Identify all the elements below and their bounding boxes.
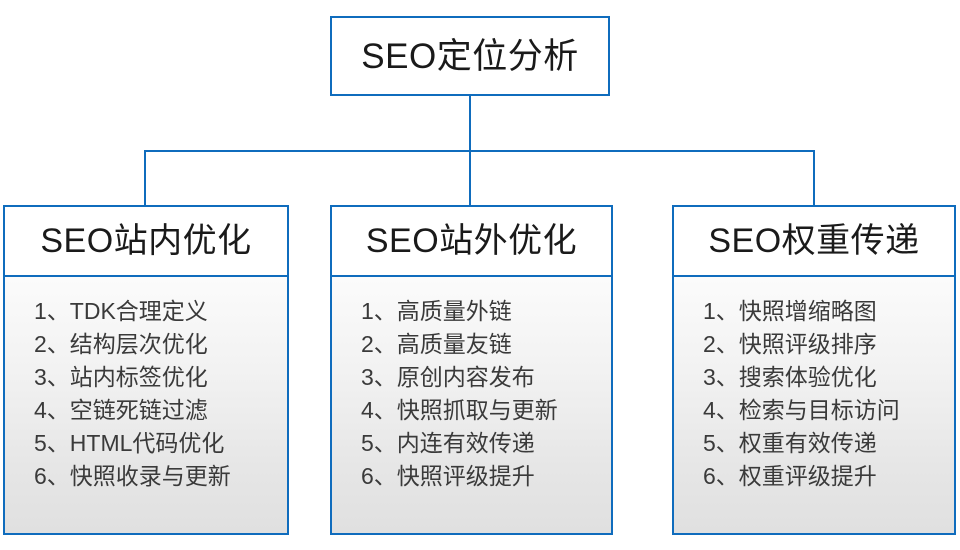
list-item: 4、检索与目标访问 bbox=[703, 397, 900, 423]
branch-body-3: 1、快照增缩略图 2、快照评级排序 3、搜索体验优化 4、检索与目标访问 5、权… bbox=[674, 277, 954, 533]
branch-title-1: SEO站内优化 bbox=[40, 222, 252, 260]
connector-drop-branch-1 bbox=[144, 150, 146, 206]
list-item: 1、高质量外链 bbox=[361, 298, 512, 324]
connector-root-stem bbox=[469, 96, 471, 152]
branch-title-3: SEO权重传递 bbox=[708, 222, 920, 260]
list-item: 2、结构层次优化 bbox=[34, 331, 208, 357]
branch-card-2: SEO站外优化 1、高质量外链 2、高质量友链 3、原创内容发布 4、快照抓取与… bbox=[330, 205, 613, 535]
branch-card-3: SEO权重传递 1、快照增缩略图 2、快照评级排序 3、搜索体验优化 4、检索与… bbox=[672, 205, 956, 535]
branch-body-2: 1、高质量外链 2、高质量友链 3、原创内容发布 4、快照抓取与更新 5、内连有… bbox=[332, 277, 611, 533]
branch-title-2: SEO站外优化 bbox=[365, 222, 578, 260]
list-item: 1、快照增缩略图 bbox=[703, 298, 877, 324]
root-node-title: SEO定位分析 bbox=[361, 36, 579, 76]
connector-drop-branch-2 bbox=[469, 150, 471, 206]
list-item: 2、快照评级排序 bbox=[703, 331, 877, 357]
branch-header-1: SEO站内优化 bbox=[3, 205, 289, 277]
list-item: 6、快照收录与更新 bbox=[34, 463, 231, 489]
branch-header-2: SEO站外优化 bbox=[330, 205, 613, 277]
list-item: 5、HTML代码优化 bbox=[34, 430, 225, 456]
list-item: 3、搜索体验优化 bbox=[703, 364, 877, 390]
list-item: 6、快照评级提升 bbox=[361, 463, 535, 489]
list-item: 4、空链死链过滤 bbox=[34, 397, 208, 423]
list-item: 3、原创内容发布 bbox=[361, 364, 535, 390]
list-item: 1、TDK合理定义 bbox=[34, 298, 208, 324]
branch-body-1: 1、TDK合理定义 2、结构层次优化 3、站内标签优化 4、空链死链过滤 5、H… bbox=[5, 277, 287, 533]
list-item: 2、高质量友链 bbox=[361, 331, 512, 357]
branch-list-3: 1、快照增缩略图 2、快照评级排序 3、搜索体验优化 4、检索与目标访问 5、权… bbox=[703, 295, 954, 493]
list-item: 5、内连有效传递 bbox=[361, 430, 535, 456]
list-item: 3、站内标签优化 bbox=[34, 364, 208, 390]
connector-drop-branch-3 bbox=[813, 150, 815, 206]
list-item: 5、权重有效传递 bbox=[703, 430, 877, 456]
branch-list-1: 1、TDK合理定义 2、结构层次优化 3、站内标签优化 4、空链死链过滤 5、H… bbox=[34, 295, 287, 493]
branch-list-2: 1、高质量外链 2、高质量友链 3、原创内容发布 4、快照抓取与更新 5、内连有… bbox=[361, 295, 611, 493]
list-item: 6、权重评级提升 bbox=[703, 463, 877, 489]
root-node: SEO定位分析 bbox=[330, 16, 610, 96]
branch-header-3: SEO权重传递 bbox=[672, 205, 956, 277]
connector-horizontal-bus bbox=[144, 150, 815, 152]
list-item: 4、快照抓取与更新 bbox=[361, 397, 558, 423]
branch-card-1: SEO站内优化 1、TDK合理定义 2、结构层次优化 3、站内标签优化 4、空链… bbox=[3, 205, 289, 535]
